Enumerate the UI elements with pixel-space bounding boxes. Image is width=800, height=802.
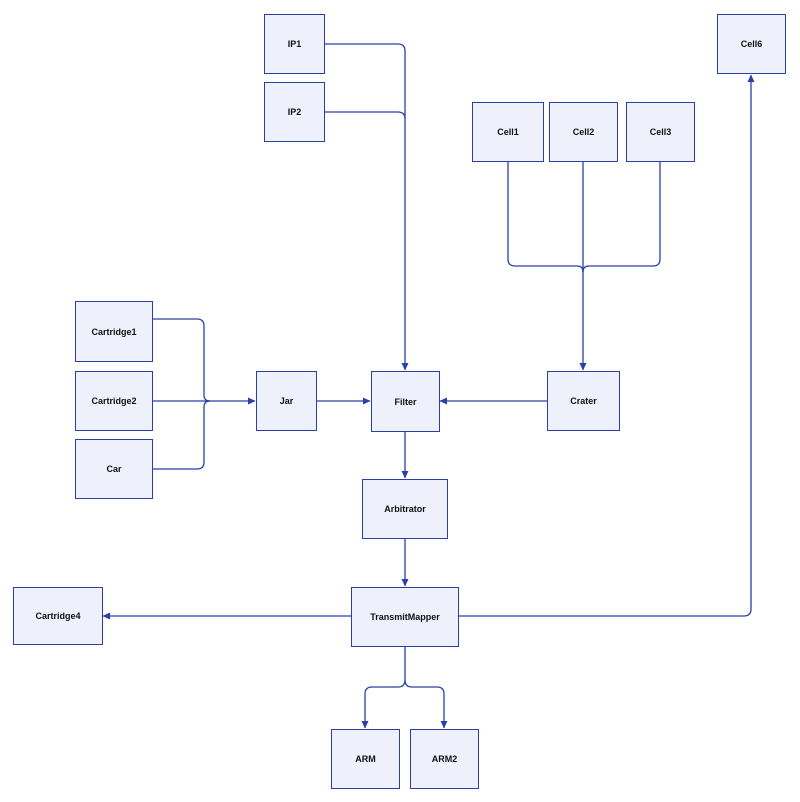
node-arbitrator[interactable]: Arbitrator	[362, 479, 448, 539]
node-jar[interactable]: Jar	[256, 371, 317, 431]
node-transmitmapper[interactable]: TransmitMapper	[351, 587, 459, 647]
edge-transmitmapper-arm	[361, 647, 406, 729]
node-cell2[interactable]: Cell2	[549, 102, 618, 162]
node-cell3[interactable]: Cell3	[626, 102, 695, 162]
node-cell1[interactable]: Cell1	[472, 102, 544, 162]
node-cartridge2[interactable]: Cartridge2	[75, 371, 153, 431]
edge-transmitmapper-cell6	[459, 74, 755, 617]
edge-cell1-crater	[507, 162, 584, 273]
node-cartridge1[interactable]: Cartridge1	[75, 301, 153, 362]
node-cell6[interactable]: Cell6	[717, 14, 786, 74]
node-crater[interactable]: Crater	[547, 371, 620, 431]
node-ip2[interactable]: IP2	[264, 82, 325, 142]
node-arm[interactable]: ARM	[331, 729, 400, 789]
node-arm2[interactable]: ARM2	[410, 729, 479, 789]
edge-ip2-filter	[325, 111, 406, 120]
edge-ip1-filter	[325, 43, 409, 371]
edge-cartridge1-jar	[153, 318, 211, 402]
edge-cell3-crater	[582, 162, 661, 273]
edge-transmitmapper-arm2	[404, 679, 448, 729]
node-filter[interactable]: Filter	[371, 371, 440, 432]
node-cartridge4[interactable]: Cartridge4	[13, 587, 103, 645]
edge-car-jar	[153, 400, 211, 470]
node-ip1[interactable]: IP1	[264, 14, 325, 74]
node-car[interactable]: Car	[75, 439, 153, 499]
